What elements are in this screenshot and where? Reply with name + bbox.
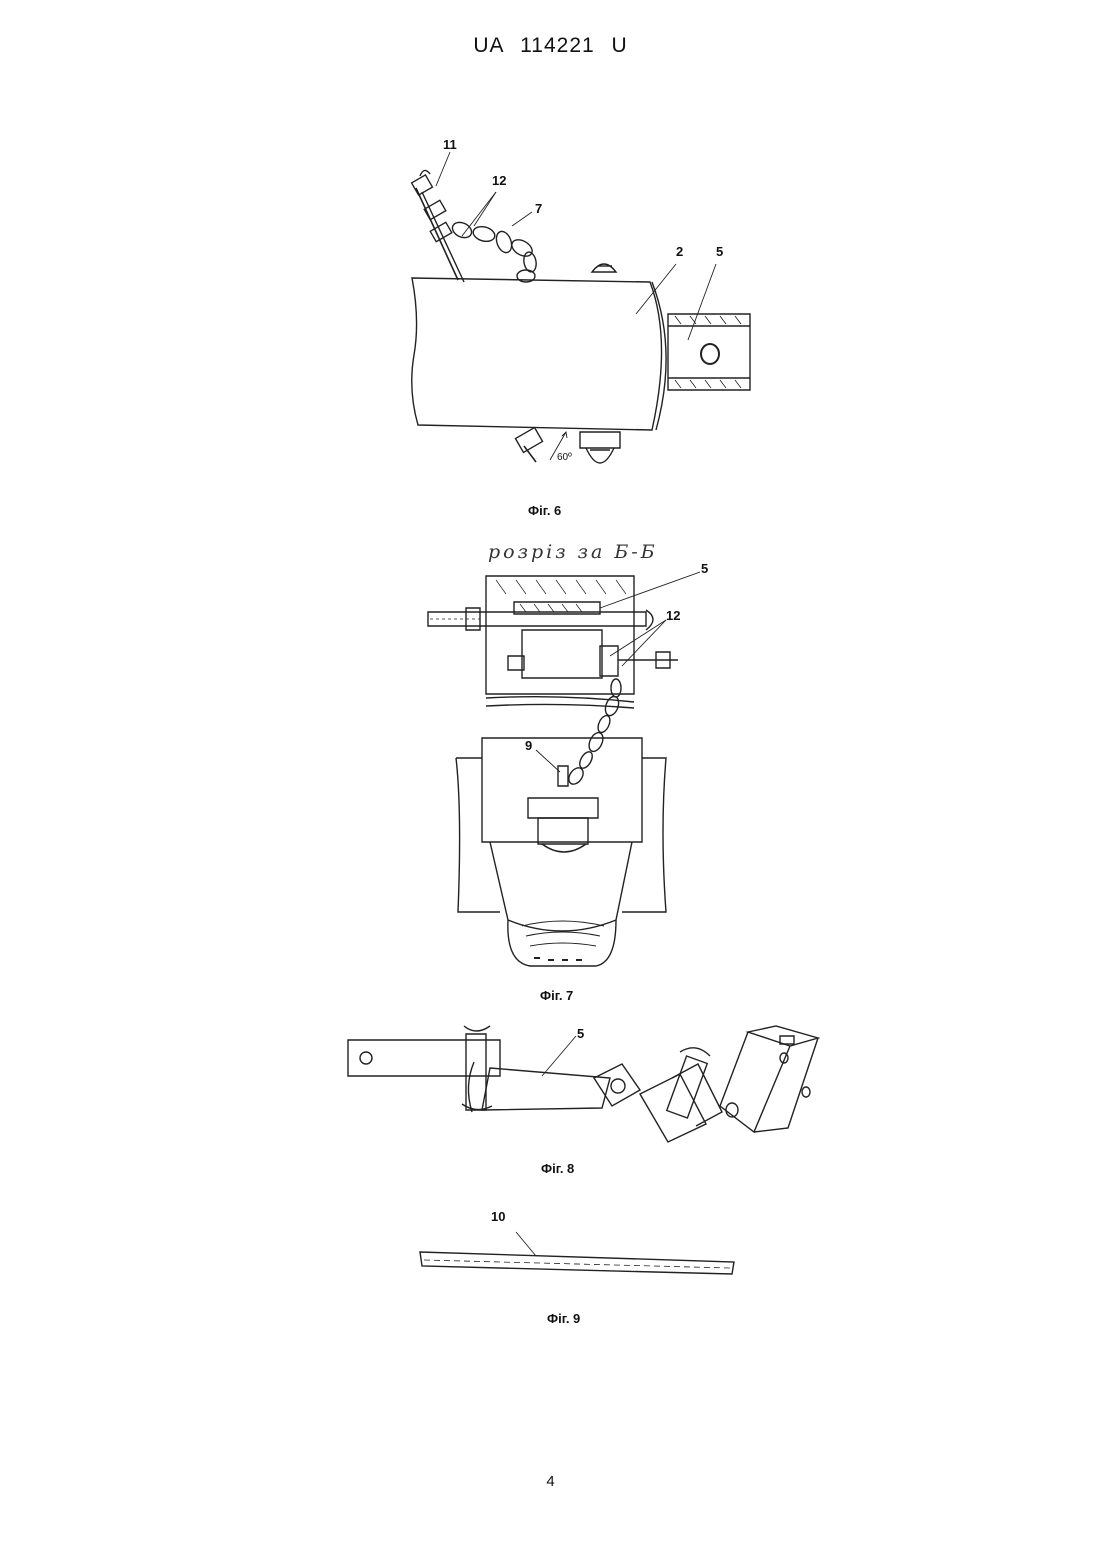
fig6-label-5: 5 (716, 244, 723, 259)
figure-6-caption: Фіг. 6 (528, 503, 561, 518)
figure-8-caption: Фіг. 8 (541, 1161, 574, 1176)
figure-8-drawing (340, 1016, 830, 1156)
fig7-label-12: 12 (666, 608, 680, 623)
fig6-label-11: 11 (443, 137, 457, 152)
figure-9-caption: Фіг. 9 (547, 1311, 580, 1326)
fig6-angle-note: 60º (557, 452, 572, 463)
figure-7-section-title: розріз за Б-Б (488, 541, 658, 563)
fig8-label-5: 5 (577, 1026, 584, 1041)
fig7-label-5: 5 (701, 561, 708, 576)
figure-7-drawing (410, 570, 700, 980)
figure-6-drawing (400, 130, 770, 480)
patent-number-header: UA 114221 U (0, 34, 1101, 58)
fig6-label-12: 12 (492, 173, 506, 188)
figure-7-caption: Фіг. 7 (540, 988, 573, 1003)
page-number: 4 (0, 1473, 1101, 1490)
fig6-label-2: 2 (676, 244, 683, 259)
figure-9-drawing (416, 1226, 740, 1282)
fig6-label-7: 7 (535, 201, 542, 216)
fig7-label-9: 9 (525, 738, 532, 753)
fig9-label-10: 10 (491, 1209, 505, 1224)
